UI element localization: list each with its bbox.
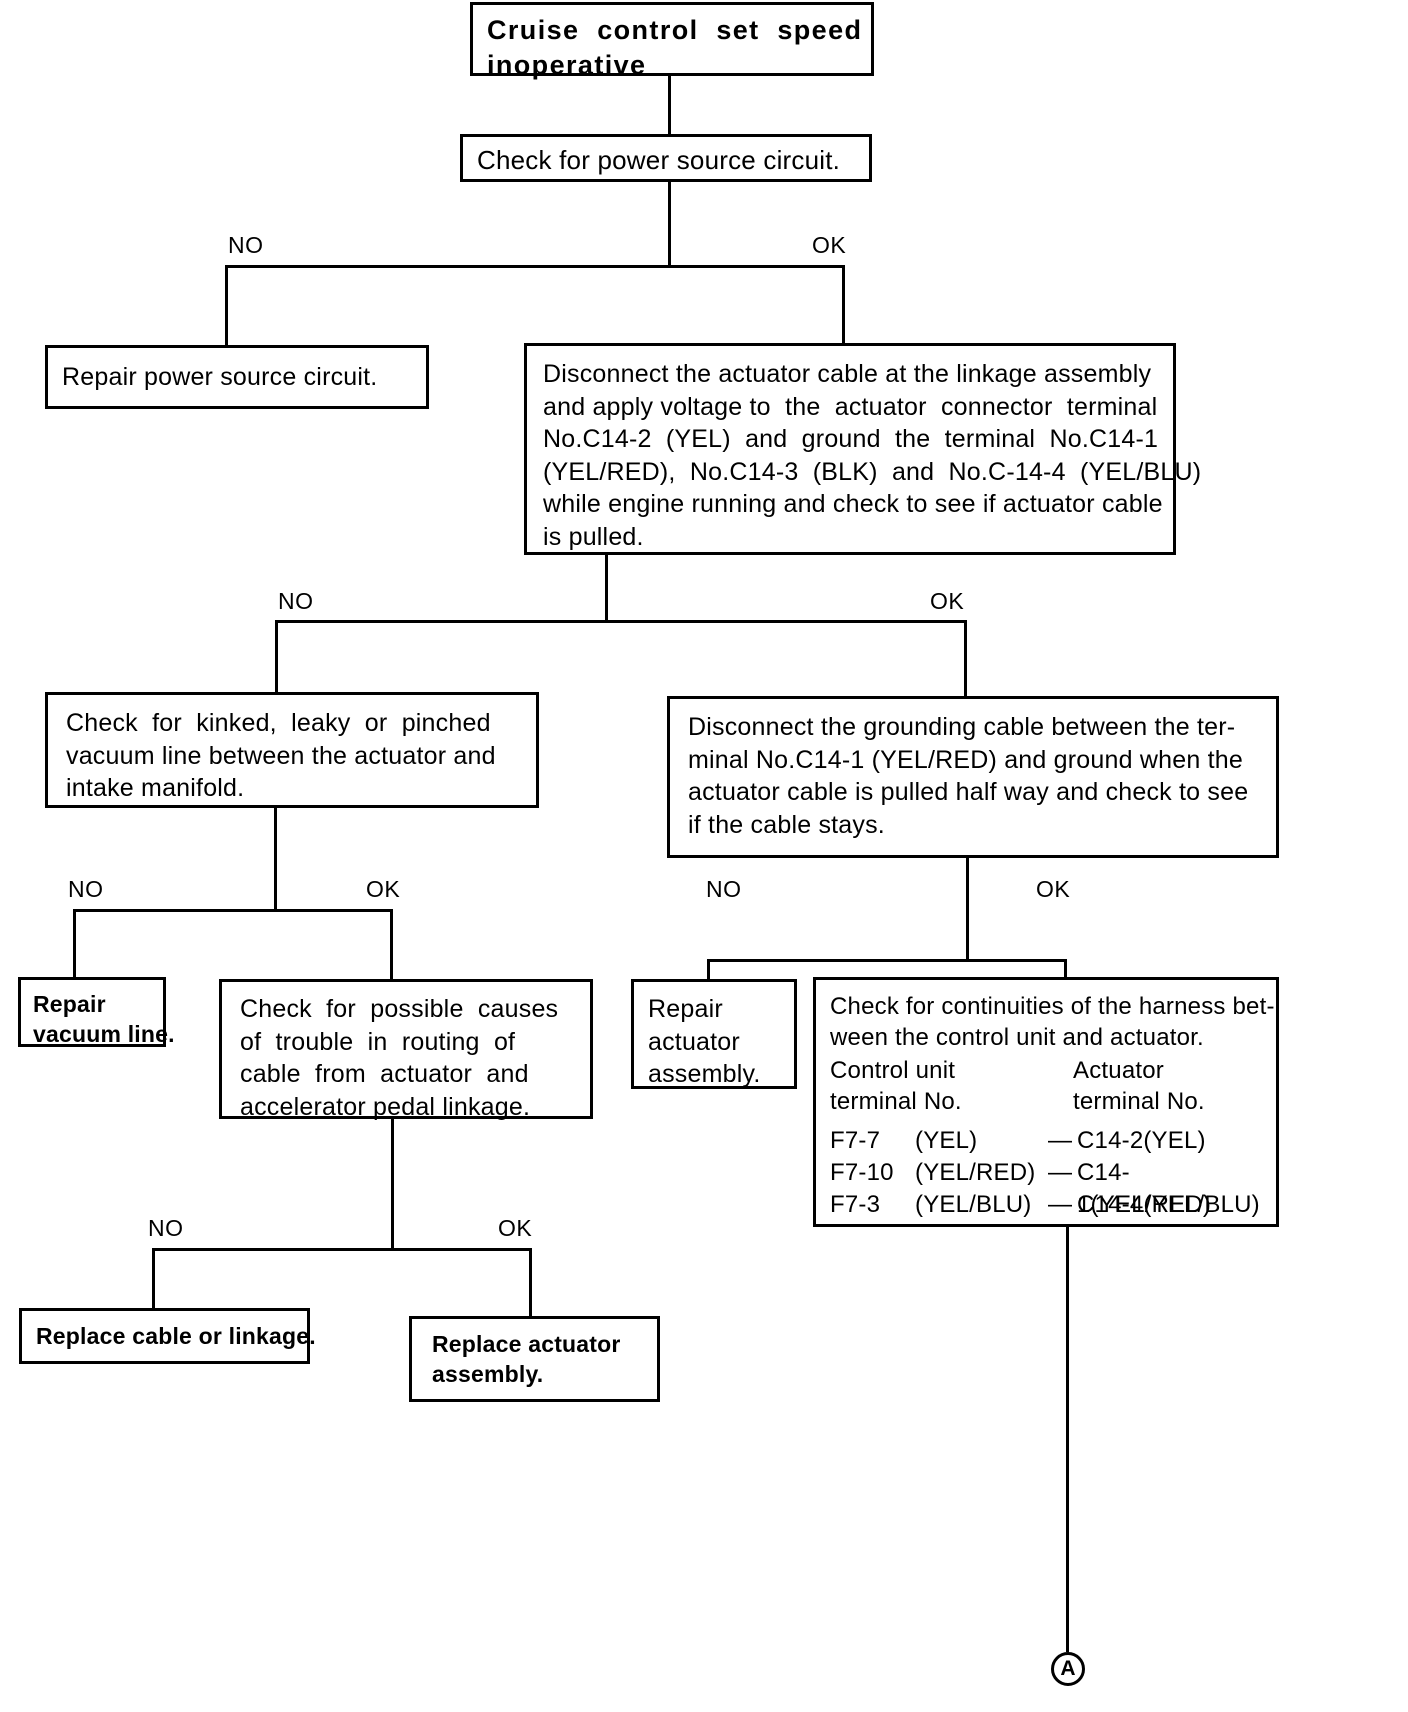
node-repair-vacuum-line-2: vacuum line. <box>33 1020 175 1047</box>
node-check-vacuum-line-3: intake manifold. <box>66 774 245 802</box>
node-repair-actuator-line-2: actuator <box>648 1027 740 1056</box>
node-disconnect-ground-line-2: minal No.C14-1 (YEL/RED) and ground when… <box>688 745 1243 774</box>
node-disconnect-ground: Disconnect the grounding cable between t… <box>667 696 1279 858</box>
node-check-routing: Check for possible causes of trouble in … <box>219 979 593 1121</box>
node-check-continuity-line-1: Check for continuities of the harness be… <box>830 993 1275 1020</box>
node-check-routing-line-1: Check for possible causes <box>240 995 559 1023</box>
continuity-row-dash: — <box>1048 1159 1073 1187</box>
branch-label-ok-vacuum: OK <box>366 876 401 902</box>
continuity-col-left-header-2: terminal No. <box>830 1088 962 1116</box>
node-check-routing-line-3: cable from actuator and <box>240 1060 529 1088</box>
node-disconnect-actuator-line-3: No.C14-2 (YEL) and ground the terminal N… <box>543 425 1159 453</box>
branch-label-no-ground: NO <box>706 876 742 902</box>
branch-label-no-vacuum: NO <box>68 876 104 902</box>
continuity-row-control-color: (YEL) <box>915 1127 978 1155</box>
edge-routing-no-drop <box>152 1248 155 1310</box>
connector-a: A <box>1051 1652 1085 1686</box>
edge-check-power-ok-drop <box>842 265 845 343</box>
node-repair-vacuum-line-1: Repair <box>33 991 106 1017</box>
node-start: Cruise control set speed inoperative <box>470 2 874 80</box>
node-start-line-2: inoperative <box>487 50 647 81</box>
branch-label-no-routing: NO <box>148 1215 184 1241</box>
node-disconnect-ground-line-1: Disconnect the grounding cable between t… <box>688 713 1236 741</box>
node-check-vacuum-line-2: vacuum line between the actuator and <box>66 741 496 770</box>
node-repair-actuator-line-1: Repair <box>648 995 723 1023</box>
node-replace-actuator-line-2: assembly. <box>432 1360 544 1387</box>
node-check-vacuum: Check for kinked, leaky or pinched vacuu… <box>45 692 539 808</box>
node-check-power: Check for power source circuit. <box>460 134 872 182</box>
node-replace-cable-line-1: Replace cable or linkage. <box>36 1323 316 1349</box>
edge-start-to-check-power <box>668 76 671 134</box>
edge-vacuum-ok-drop <box>390 909 393 979</box>
edge-check-power-bar <box>225 265 845 268</box>
branch-label-ok-ground: OK <box>1036 876 1071 902</box>
branch-label-no-power: NO <box>228 232 264 258</box>
node-disconnect-actuator-line-5: while engine running and check to see if… <box>543 490 1163 518</box>
edge-disconnect-stem <box>605 555 608 623</box>
node-check-power-line-1: Check for power source circuit. <box>477 145 841 175</box>
branch-label-no-disconnect: NO <box>278 588 314 614</box>
edge-continuity-to-connector <box>1066 1227 1069 1652</box>
edge-disconnect-no-drop <box>275 620 278 692</box>
node-replace-actuator: Replace actuator assembly. <box>409 1316 660 1402</box>
continuity-row-control: F7-3 <box>830 1191 881 1219</box>
branch-label-ok-power: OK <box>812 232 847 258</box>
node-repair-power-line-1: Repair power source circuit. <box>62 363 378 391</box>
continuity-row-dash: — <box>1048 1191 1073 1219</box>
edge-disconnect-bar <box>275 620 967 623</box>
connector-a-label: A <box>1060 1657 1076 1680</box>
branch-label-ok-routing: OK <box>498 1215 533 1241</box>
continuity-row-actuator: C14-2(YEL) <box>1077 1127 1206 1155</box>
edge-check-power-no-drop <box>225 265 228 345</box>
edge-vacuum-stem <box>274 808 277 912</box>
node-disconnect-actuator-line-2: and apply voltage to the actuator connec… <box>543 392 1158 421</box>
edge-routing-stem <box>391 1119 394 1251</box>
node-replace-actuator-line-1: Replace actuator <box>432 1331 621 1357</box>
node-repair-actuator-line-3: assembly. <box>648 1060 761 1088</box>
continuity-row-control: F7-10 <box>830 1159 894 1187</box>
continuity-row-actuator: C14-4(YEL/BLU) <box>1077 1191 1260 1219</box>
edge-routing-bar <box>152 1248 532 1251</box>
continuity-row-control-color: (YEL/BLU) <box>915 1191 1032 1219</box>
continuity-col-right-header-2: terminal No. <box>1073 1088 1205 1116</box>
node-replace-cable: Replace cable or linkage. <box>19 1308 316 1364</box>
node-check-continuity: Check for continuities of the harness be… <box>813 977 1279 1227</box>
continuity-row-dash: — <box>1048 1127 1073 1155</box>
node-disconnect-actuator-line-4: (YEL/RED), No.C14-3 (BLK) and No.C-14-4 … <box>543 457 1202 486</box>
node-check-routing-line-2: of trouble in routing of <box>240 1027 516 1056</box>
node-check-vacuum-line-1: Check for kinked, leaky or pinched <box>66 709 491 737</box>
node-disconnect-actuator-line-1: Disconnect the actuator cable at the lin… <box>543 360 1152 388</box>
node-disconnect-actuator-line-6: is pulled. <box>543 522 644 551</box>
node-disconnect-ground-line-4: if the cable stays. <box>688 810 885 839</box>
branch-label-ok-disconnect: OK <box>930 588 965 614</box>
edge-vacuum-bar <box>73 909 393 912</box>
node-check-continuity-line-2: ween the control unit and actuator. <box>830 1024 1204 1052</box>
edge-disconnect-ok-drop <box>964 620 967 696</box>
node-repair-power: Repair power source circuit. <box>45 345 429 409</box>
node-repair-actuator: Repair actuator assembly. <box>631 979 797 1089</box>
node-disconnect-ground-line-3: actuator cable is pulled half way and ch… <box>688 778 1249 806</box>
continuity-row-control: F7-7 <box>830 1127 881 1155</box>
edge-vacuum-no-drop <box>73 909 76 977</box>
continuity-col-right-header-1: Actuator <box>1073 1057 1164 1085</box>
edge-ground-bar <box>707 959 1067 962</box>
edge-ground-stem <box>966 858 969 962</box>
continuity-row-control-color: (YEL/RED) <box>915 1159 1036 1187</box>
node-check-routing-line-4: accelerator pedal linkage. <box>240 1092 531 1121</box>
continuity-row-actuator: C14-1(YEL/RED) <box>1077 1159 1212 1218</box>
node-start-line-1: Cruise control set speed <box>487 15 863 45</box>
edge-routing-ok-drop <box>529 1248 532 1318</box>
edge-check-power-stem <box>668 182 671 268</box>
node-disconnect-actuator: Disconnect the actuator cable at the lin… <box>524 343 1202 555</box>
continuity-col-left-header-1: Control unit <box>830 1057 956 1085</box>
node-repair-vacuum: Repair vacuum line. <box>18 977 175 1047</box>
